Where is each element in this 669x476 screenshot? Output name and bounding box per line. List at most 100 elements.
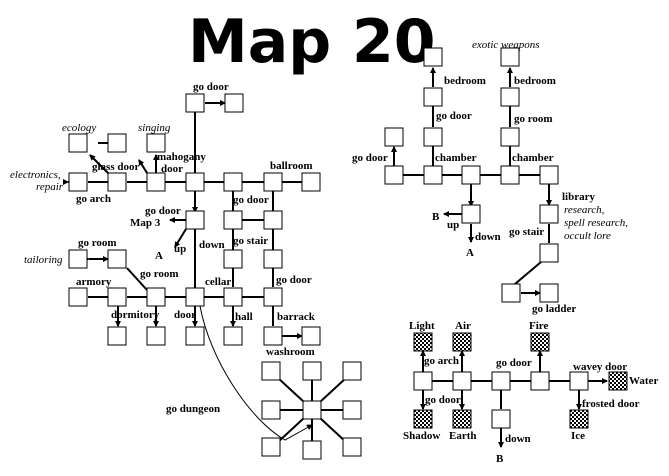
room-water[interactable]: [608, 371, 628, 391]
room-armory[interactable]: [68, 287, 88, 307]
elemental-complex: Light Air Fire go arch go door wavey doo…: [403, 320, 658, 465]
room-air[interactable]: [452, 332, 472, 352]
label-library: library: [562, 191, 595, 203]
label-go-arch: go arch: [424, 355, 459, 367]
room[interactable]: [261, 361, 281, 381]
room-earth[interactable]: [452, 409, 472, 429]
room-exotic-weapons[interactable]: [500, 47, 520, 67]
room-fire[interactable]: [530, 332, 550, 352]
label-b: B: [432, 211, 440, 223]
label-shadow: Shadow: [403, 430, 440, 442]
room[interactable]: [107, 172, 127, 192]
room[interactable]: [539, 283, 559, 303]
label-wavey-door: wavey door: [573, 361, 627, 373]
room[interactable]: [185, 287, 205, 307]
room-chamber[interactable]: [423, 165, 443, 185]
room[interactable]: [302, 361, 322, 381]
label-exotic-weapons: exotic weapons: [472, 39, 540, 51]
room[interactable]: [146, 326, 166, 346]
room[interactable]: [539, 165, 559, 185]
room-washroom[interactable]: [301, 326, 321, 346]
room[interactable]: [107, 287, 127, 307]
label-go-room: go room: [140, 268, 179, 280]
room[interactable]: [500, 127, 520, 147]
label-door: door: [174, 309, 196, 321]
room[interactable]: [384, 165, 404, 185]
label-spell-research: spell research,: [564, 217, 628, 229]
room[interactable]: [185, 93, 205, 113]
label-electronics: electronics,: [10, 169, 61, 181]
room-mahogany[interactable]: [185, 172, 205, 192]
room[interactable]: [569, 371, 589, 391]
room[interactable]: [223, 210, 243, 230]
room[interactable]: [223, 249, 243, 269]
room[interactable]: [491, 371, 511, 391]
room[interactable]: [68, 172, 88, 192]
room[interactable]: [342, 437, 362, 457]
room[interactable]: [423, 127, 443, 147]
room[interactable]: [224, 93, 244, 113]
room[interactable]: [501, 283, 521, 303]
room[interactable]: [452, 371, 472, 391]
room-hall[interactable]: [223, 326, 243, 346]
room-cellar[interactable]: [223, 287, 243, 307]
room[interactable]: [342, 400, 362, 420]
room[interactable]: [263, 287, 283, 307]
room[interactable]: [491, 409, 511, 429]
label-go-ladder: go ladder: [532, 303, 576, 315]
room[interactable]: [263, 172, 283, 192]
room-barrack[interactable]: [263, 326, 283, 346]
room-ballroom[interactable]: [301, 172, 321, 192]
room-dormitory[interactable]: [107, 326, 127, 346]
room[interactable]: [146, 172, 166, 192]
room-singing[interactable]: [146, 133, 166, 153]
room[interactable]: [146, 287, 166, 307]
label-chamber: chamber: [435, 152, 477, 164]
room[interactable]: [530, 371, 550, 391]
room[interactable]: [261, 400, 281, 420]
label-frosted-door: frosted door: [582, 398, 640, 410]
room[interactable]: [263, 210, 283, 230]
label-bedroom: bedroom: [514, 75, 556, 87]
room[interactable]: [185, 326, 205, 346]
room[interactable]: [461, 204, 481, 224]
room[interactable]: [223, 172, 243, 192]
room-bedroom[interactable]: [423, 87, 443, 107]
label-go-door: go door: [425, 394, 461, 406]
room-shadow[interactable]: [413, 409, 433, 429]
room[interactable]: [461, 165, 481, 185]
label-water: Water: [629, 375, 658, 387]
room[interactable]: [185, 210, 205, 230]
room[interactable]: [261, 437, 281, 457]
label-map3: Map 3: [130, 217, 161, 229]
northeast-complex: exotic weapons bedroom bedroom go door g…: [352, 39, 628, 315]
room-light[interactable]: [413, 332, 433, 352]
label-singing: singing: [138, 122, 171, 134]
map-title: Map 20: [188, 7, 436, 77]
label-go-door: go door: [496, 357, 532, 369]
room-tailoring[interactable]: [68, 249, 88, 269]
room[interactable]: [107, 249, 127, 269]
room[interactable]: [384, 127, 404, 147]
label-chamber: chamber: [512, 152, 554, 164]
room[interactable]: [107, 133, 127, 153]
room-library[interactable]: [539, 204, 559, 224]
label-go-dungeon: go dungeon: [166, 403, 220, 415]
room[interactable]: [539, 243, 559, 263]
room-chamber[interactable]: [500, 165, 520, 185]
room[interactable]: [302, 440, 322, 460]
label-washroom: washroom: [266, 346, 315, 358]
room[interactable]: [263, 249, 283, 269]
room[interactable]: [342, 361, 362, 381]
room-ice[interactable]: [569, 409, 589, 429]
room[interactable]: [413, 371, 433, 391]
label-bedroom: bedroom: [444, 75, 486, 87]
label-up: up: [447, 219, 459, 231]
label-repair: repair: [36, 181, 64, 193]
room-dungeon-hub[interactable]: [302, 400, 322, 420]
room-ecology[interactable]: [68, 133, 88, 153]
room-bedroom[interactable]: [423, 47, 443, 67]
label-research: research,: [564, 204, 605, 216]
room-bedroom[interactable]: [500, 87, 520, 107]
